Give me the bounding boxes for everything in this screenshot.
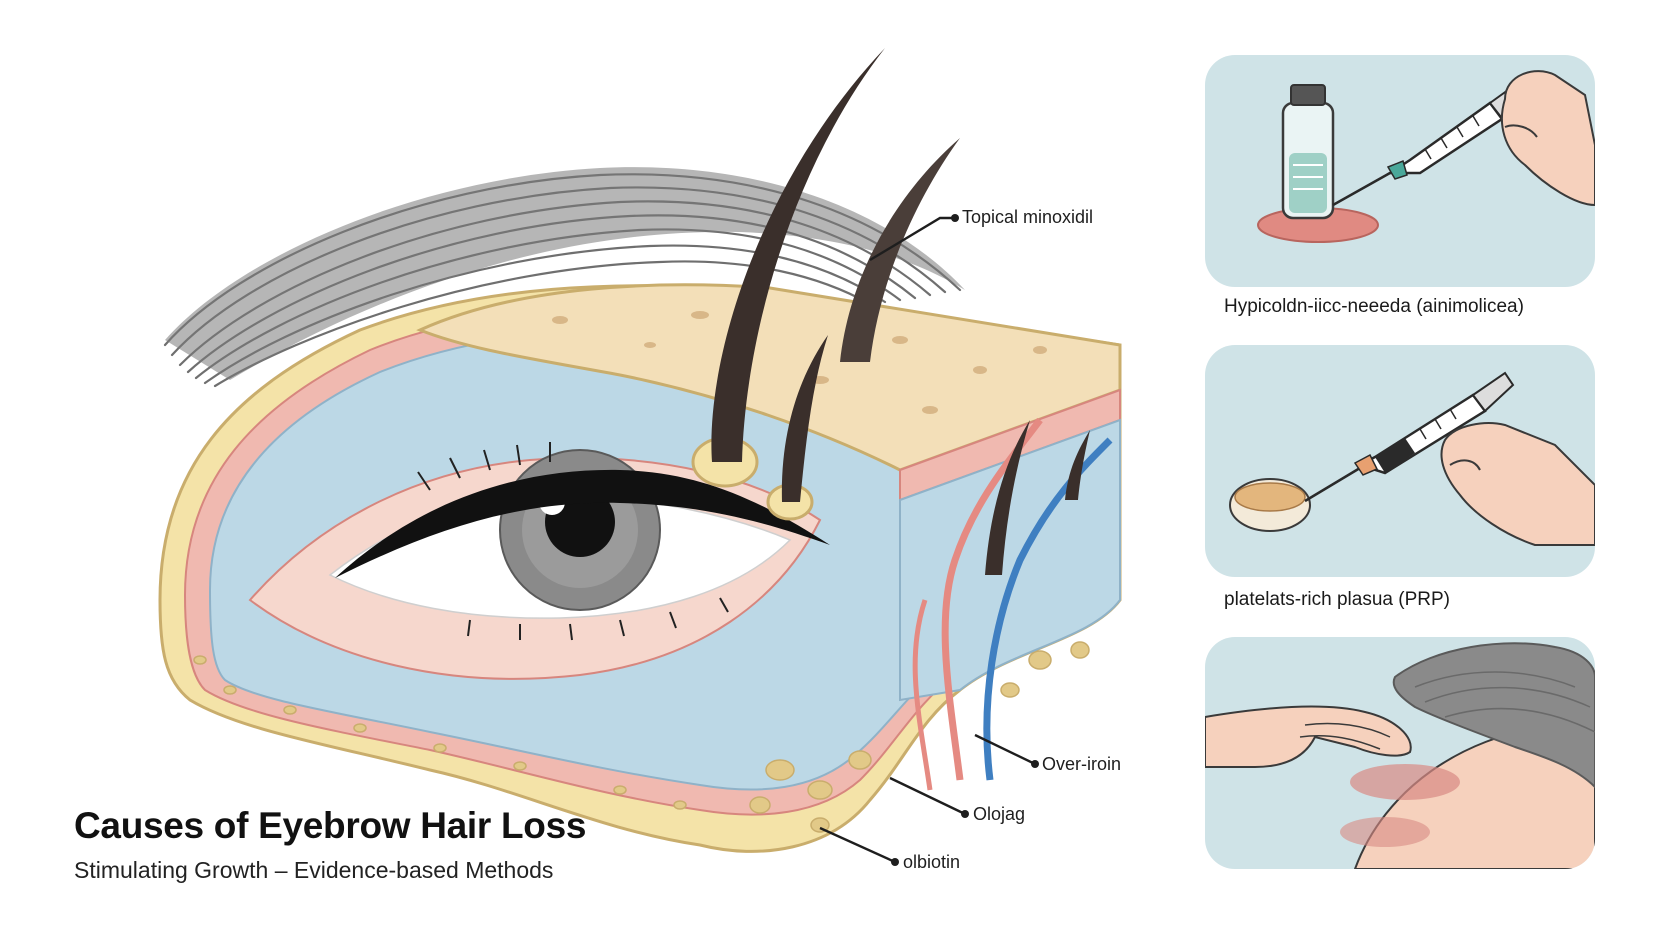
- hair-2: [840, 138, 960, 362]
- artery: [941, 417, 1043, 781]
- caption-microneedle: Hypicoldn-iicc-neeeda (ainimolicea): [1224, 296, 1524, 317]
- artery-2: [912, 599, 933, 791]
- leader-lines: [819, 216, 1036, 864]
- hair-3: [781, 335, 828, 502]
- page-subtitle: Stimulating Growth – Evidence-based Meth…: [74, 857, 554, 883]
- prp-illustration: [1229, 371, 1595, 546]
- hair-1: [711, 48, 885, 462]
- callout-topical-minoxidil: Topical minoxidil: [962, 207, 1094, 227]
- scalp-massage-illustration: [1205, 642, 1595, 869]
- skin-block: [416, 283, 1122, 472]
- callout-over-iron: Over-iroin: [1042, 754, 1122, 774]
- vial-syringe-illustration: [1257, 70, 1595, 243]
- eyebrow-fill: [165, 167, 965, 380]
- leader-dots: [891, 214, 1039, 866]
- upper-eyeliner: [335, 469, 830, 578]
- page-title: Causes of Eyebrow Hair Loss: [74, 805, 587, 846]
- callout-biotin: olbiotin: [903, 852, 961, 872]
- hair-5: [1065, 430, 1090, 500]
- panel-prp: [1205, 345, 1595, 577]
- panel-scalp-massage: [1205, 637, 1595, 869]
- lashes: [417, 442, 729, 641]
- caption-prp: platelats-rich plasua (PRP): [1224, 589, 1450, 610]
- panel-microneedle: [1205, 55, 1595, 287]
- hair-4: [985, 420, 1030, 575]
- callout-olojag: Olojag: [973, 804, 1026, 824]
